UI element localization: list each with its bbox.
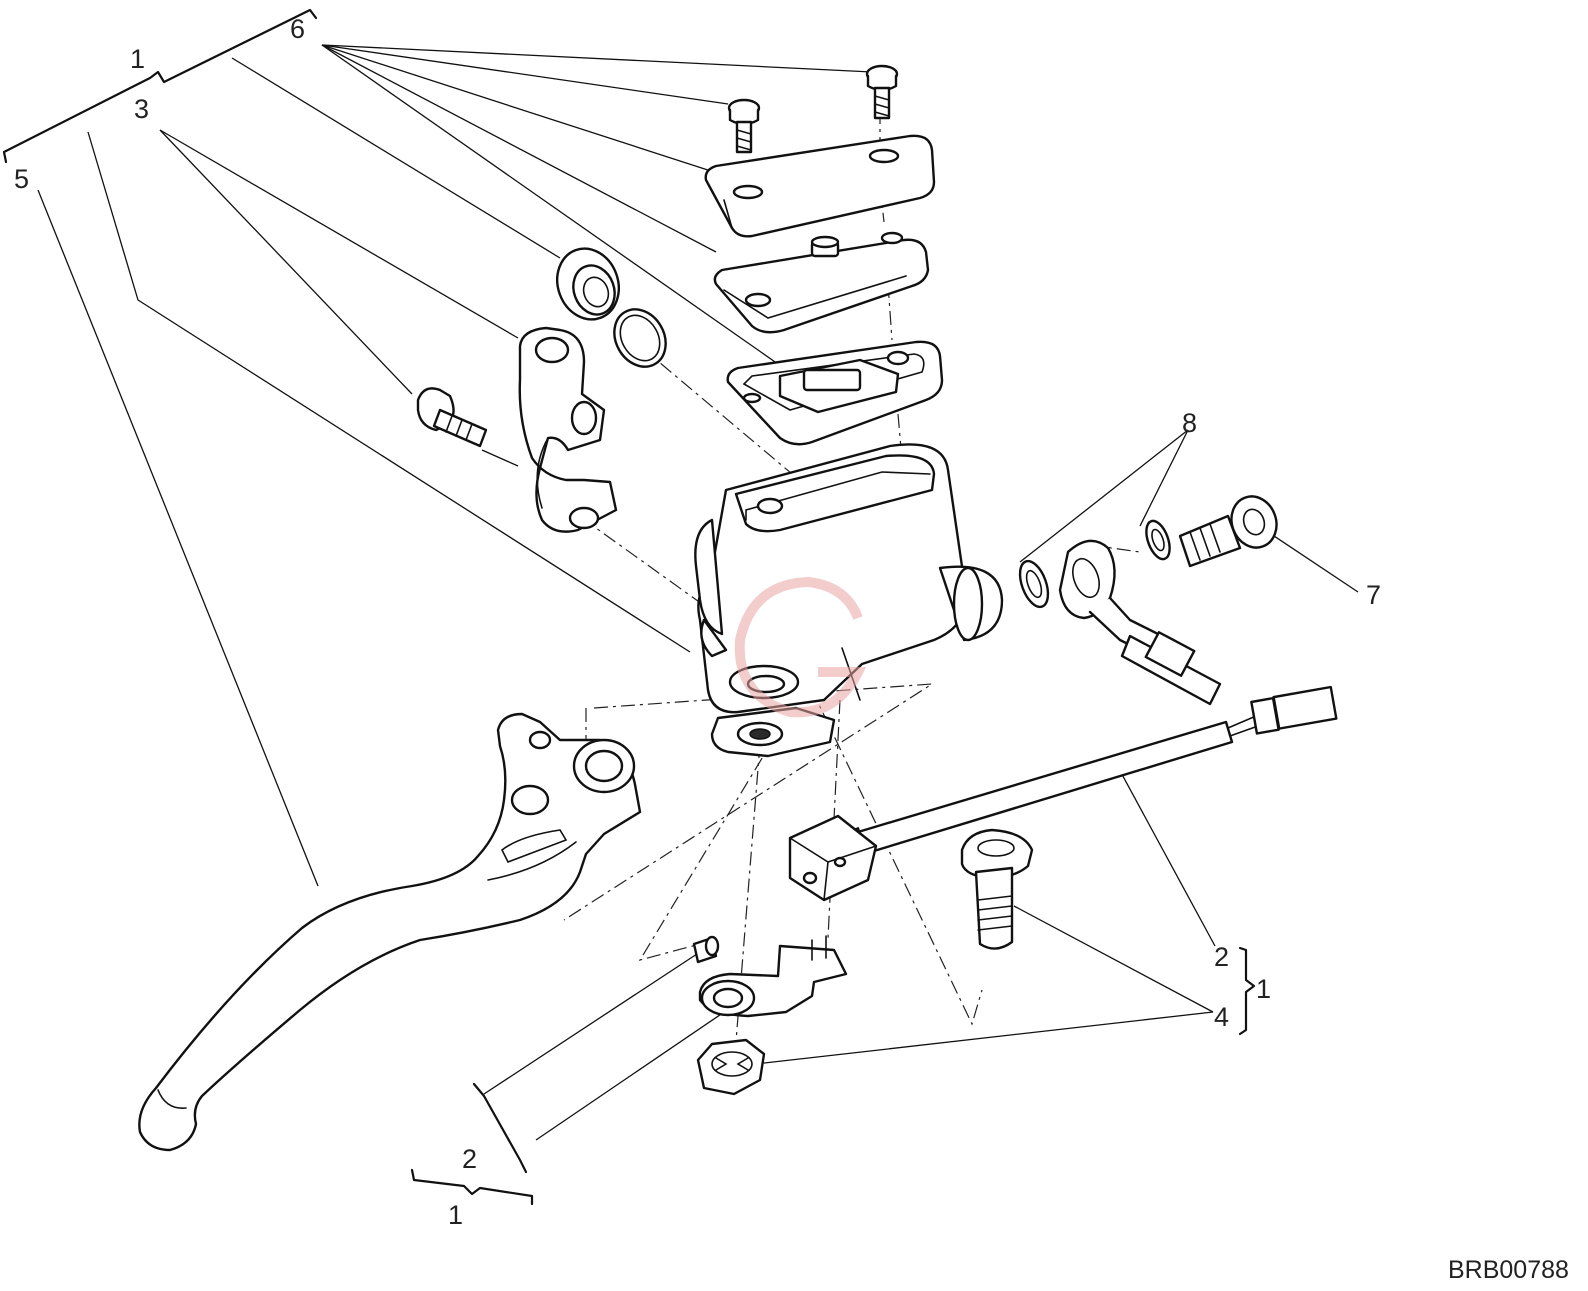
callout-1-bottom: 1 <box>448 1200 463 1230</box>
callout-2-right: 2 <box>1214 942 1229 972</box>
banjo-fitting <box>1058 539 1222 706</box>
diagram-code: BRB00788 <box>1448 1256 1569 1284</box>
sealing-washer-right <box>1145 519 1171 561</box>
reservoir-gasket <box>726 340 944 446</box>
bottom-left-bracket <box>472 1082 528 1174</box>
clamp-bolt <box>416 387 488 448</box>
callout-1-right: 1 <box>1256 974 1271 1004</box>
clutch-lever <box>138 712 642 1152</box>
master-cylinder-body <box>694 443 1004 758</box>
handlebar-clamp <box>518 326 618 533</box>
callout-2-bottom: 2 <box>462 1144 477 1174</box>
brackets <box>2 8 1256 1206</box>
hex-nut <box>696 1038 766 1096</box>
callout-5: 5 <box>14 164 29 194</box>
g-logo-watermark <box>734 576 867 718</box>
callout-1-top: 1 <box>130 44 145 74</box>
callout-8: 8 <box>1182 408 1197 438</box>
callouts: 1 6 3 5 8 7 2 1 4 2 1 <box>14 14 1381 1230</box>
clutch-switch <box>788 814 878 902</box>
bottom-bracket <box>410 1168 534 1206</box>
right-bracket <box>1238 946 1256 1036</box>
leader-lines <box>37 44 1359 1141</box>
cover-screw-right <box>865 64 899 120</box>
callout-4-right: 4 <box>1214 1002 1229 1032</box>
banjo-bolt <box>1178 495 1278 568</box>
callout-3: 3 <box>134 94 149 124</box>
pivot-bolt <box>960 828 1034 950</box>
callout-6: 6 <box>290 14 305 44</box>
clutch-switch-cable <box>840 685 1338 857</box>
cover-screw-left <box>727 98 761 154</box>
switch-pin <box>692 935 720 964</box>
callout-7: 7 <box>1366 580 1381 610</box>
diaphragm-plate <box>713 231 930 334</box>
reservoir-cover <box>704 134 936 238</box>
snap-ring <box>613 308 667 368</box>
dust-boot <box>556 247 620 321</box>
sealing-washer-left <box>1018 559 1050 609</box>
top-bracket <box>2 8 318 164</box>
switch-bracket <box>698 935 848 1018</box>
